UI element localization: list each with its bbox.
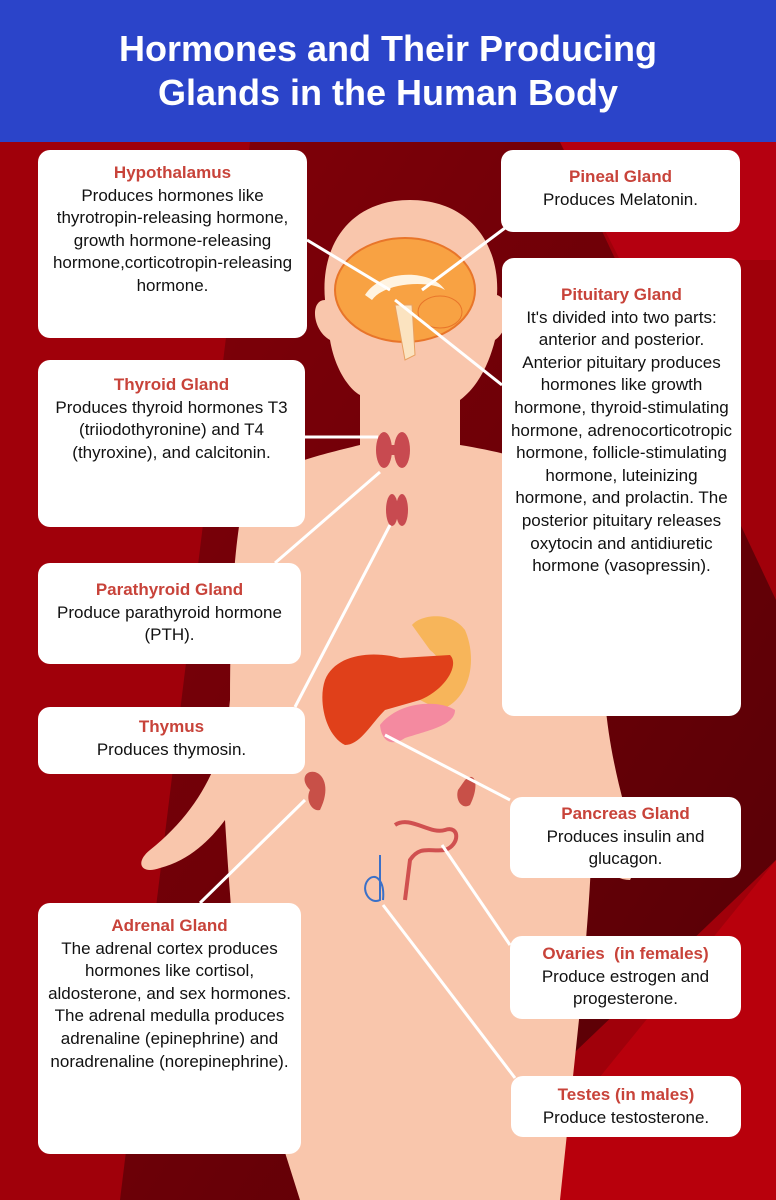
pituitary-title: Pituitary Gland bbox=[561, 285, 682, 304]
pancreas-icon bbox=[380, 703, 455, 743]
testes-icon bbox=[364, 855, 385, 902]
brain-icon bbox=[334, 237, 476, 361]
kidney-icon bbox=[457, 776, 476, 807]
testes-card: Testes (in males) Produce testosterone. bbox=[511, 1076, 741, 1138]
thymus-text: Produces thymosin. bbox=[96, 739, 247, 759]
ovaries-title: Ovaries (in females) bbox=[542, 944, 709, 963]
thyroid-text: Produces thyroid hormones T3 (triiodothy… bbox=[55, 397, 288, 462]
thymus-title: Thymus bbox=[138, 717, 205, 736]
page-title: Hormones and Their Producing Glands in t… bbox=[118, 28, 658, 113]
thyroid-title: Thyroid Gland bbox=[113, 375, 230, 394]
thymus-icon bbox=[386, 494, 408, 526]
hypothalamus-text: Produces hormones like thyrotropin-relea… bbox=[52, 185, 293, 295]
hypothalamus-card: Hypothalamus Produces hormones like thyr… bbox=[38, 150, 307, 338]
thyroid-card: Thyroid Gland Produces thyroid hormones … bbox=[38, 360, 305, 527]
adrenal-card: Adrenal Gland The adrenal cortex produce… bbox=[38, 903, 301, 1154]
thymus-card: Thymus Produces thymosin. bbox=[38, 707, 305, 774]
thyroid-icon bbox=[376, 432, 410, 468]
pancreas-card: Pancreas Gland Produces insulin and gluc… bbox=[510, 797, 741, 878]
ovaries-icon bbox=[393, 820, 459, 901]
ovaries-text: Produce estrogen and progesterone. bbox=[541, 966, 710, 1009]
hypothalamus-title: Hypothalamus bbox=[113, 163, 232, 182]
parathyroid-text: Produce parathyroid hormone (PTH). bbox=[57, 602, 282, 645]
testes-title: Testes (in males) bbox=[557, 1085, 695, 1104]
pituitary-card: Pituitary Gland It's divided into two pa… bbox=[502, 258, 741, 716]
ovaries-card: Ovaries (in females) Produce estrogen an… bbox=[510, 936, 741, 1019]
adrenal-text: The adrenal cortex produces hormones lik… bbox=[48, 938, 291, 1071]
adrenal-title: Adrenal Gland bbox=[111, 916, 228, 935]
kidney-icon bbox=[304, 771, 326, 811]
pancreas-title: Pancreas Gland bbox=[561, 804, 690, 823]
parathyroid-title: Parathyroid Gland bbox=[95, 580, 244, 599]
pineal-card: Pineal Gland Produces Melatonin. bbox=[501, 150, 740, 232]
liver-icon bbox=[322, 654, 454, 745]
pineal-title: Pineal Gland bbox=[569, 167, 672, 186]
header-banner: Hormones and Their Producing Glands in t… bbox=[0, 0, 776, 142]
pituitary-text: It's divided into two parts: anterior an… bbox=[510, 307, 733, 576]
parathyroid-card: Parathyroid Gland Produce parathyroid ho… bbox=[38, 563, 301, 664]
pineal-text: Produces Melatonin. bbox=[543, 189, 698, 209]
testes-text: Produce testosterone. bbox=[542, 1107, 710, 1127]
pancreas-text: Produces insulin and glucagon. bbox=[546, 826, 705, 869]
connector-lines bbox=[198, 226, 517, 1079]
